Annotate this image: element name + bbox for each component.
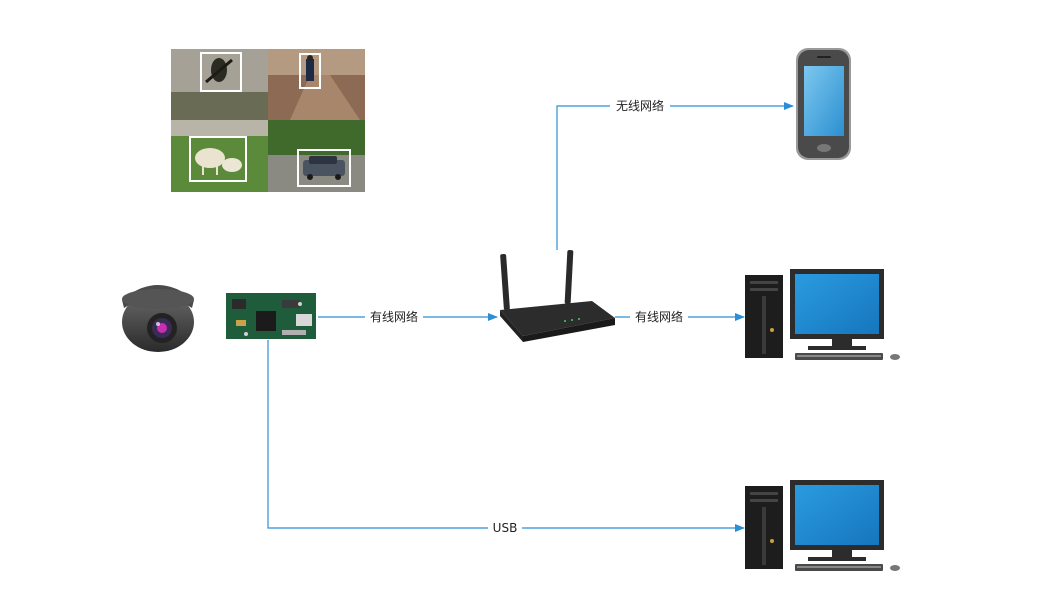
- edge-board-to-pc-bottom: USB: [267, 340, 745, 536]
- smartphone-icon: [796, 48, 851, 160]
- edge-board-to-router: 有线网络: [318, 309, 498, 325]
- dome-camera-icon: [122, 285, 194, 352]
- edge-router-to-phone: 无线网络: [556, 98, 794, 250]
- detection-collage-image: [171, 49, 365, 192]
- edge-router-to-pc-top: 有线网络: [615, 309, 745, 325]
- edge-label-wired-1: 有线网络: [370, 309, 418, 324]
- edge-label-usb: USB: [493, 521, 518, 535]
- edge-label-wireless: 无线网络: [616, 98, 664, 113]
- wifi-router-icon: [500, 249, 615, 342]
- circuit-board-icon: [226, 293, 316, 339]
- desktop-computer-icon: [745, 269, 900, 360]
- edge-label-wired-2: 有线网络: [635, 309, 683, 324]
- desktop-computer-icon: [745, 480, 900, 571]
